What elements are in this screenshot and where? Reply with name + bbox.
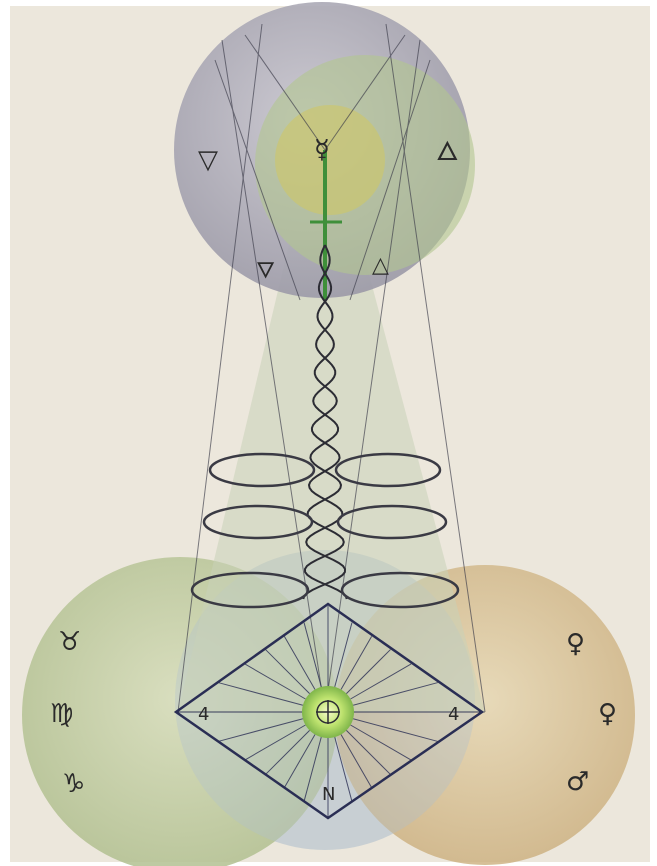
diamond-bottom-label: N: [322, 784, 335, 805]
top-mercury-symbol: ☿: [314, 135, 330, 165]
left-symbol-3: ♑: [62, 769, 85, 799]
diamond-left-label: 4: [198, 704, 209, 725]
top-right-triangle-symbol: 🜂: [436, 137, 459, 167]
left-symbol-1: ♉: [58, 627, 81, 657]
top-left-triangle-symbol: ▽: [198, 145, 218, 175]
right-symbol-3: ♂: [566, 767, 589, 797]
left-symbol-2: ♍: [50, 699, 73, 729]
right-symbol-1: ♀: [566, 629, 585, 659]
top-core-yellow-sphere: [275, 105, 385, 215]
diamond-right-label: 4: [448, 704, 459, 725]
right-symbol-2: ♀: [598, 699, 617, 729]
top-lower-left-triangle-symbol: 🜄: [256, 259, 275, 284]
top-lower-right-triangle-symbol: △: [372, 253, 389, 278]
